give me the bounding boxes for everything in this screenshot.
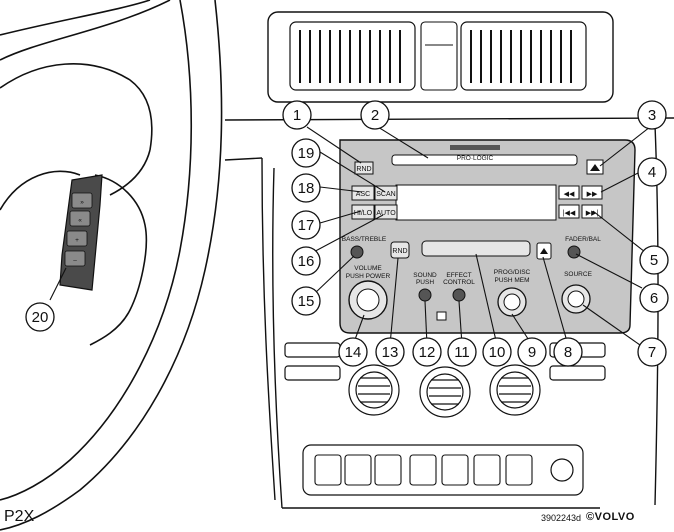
- svg-text:16: 16: [298, 253, 315, 270]
- push-power-label: PUSH POWER: [346, 273, 391, 280]
- svg-text:3: 3: [648, 107, 656, 124]
- svg-text:11: 11: [454, 344, 470, 361]
- callout-15: 15: [291, 286, 321, 316]
- callout-1: 1: [282, 100, 312, 130]
- callout-7: 7: [637, 337, 667, 367]
- fader-balance-knob[interactable]: [567, 245, 581, 259]
- callout-20: 20: [25, 302, 55, 332]
- callout-17: 17: [291, 210, 321, 240]
- fast-rewind-button[interactable]: [558, 185, 580, 200]
- prev-track-icon: |◀◀: [563, 210, 576, 217]
- svg-text:14: 14: [345, 344, 362, 361]
- auto-button[interactable]: [374, 204, 398, 220]
- fader-bal-label: FADER/BAL: [565, 236, 601, 243]
- svg-text:7: 7: [648, 344, 656, 361]
- fast-forward-button[interactable]: [581, 185, 603, 200]
- sound-push-label-2: PUSH: [416, 279, 434, 286]
- svg-text:«: «: [78, 217, 82, 224]
- callouts: 1 2 3 4 5 6 7 8 9 10 11 12 13 14 15 16 1…: [25, 100, 669, 367]
- svg-text:4: 4: [648, 164, 656, 181]
- callout-9: 9: [517, 337, 547, 367]
- svg-text:19: 19: [298, 145, 315, 162]
- upper-air-vents: [267, 11, 614, 103]
- eject-icon: [590, 164, 600, 171]
- steering-wheel-controls: » « + –: [59, 174, 103, 291]
- effect-control-label-2: CONTROL: [443, 279, 475, 286]
- svg-text:5: 5: [650, 252, 658, 269]
- callout-4: 4: [637, 157, 667, 187]
- svg-text:18: 18: [298, 180, 315, 197]
- asc-label: ASC: [356, 191, 370, 198]
- hi-lo-button[interactable]: [351, 204, 375, 220]
- fast-rewind-icon: ◀◀: [564, 191, 575, 198]
- callout-8: 8: [553, 337, 583, 367]
- svg-text:»: »: [80, 199, 84, 206]
- figure-label: P2X: [4, 508, 35, 525]
- auto-label: AUTO: [376, 210, 396, 217]
- push-mem-label: PUSH MEM: [494, 277, 529, 284]
- svg-text:+: +: [75, 237, 79, 244]
- callout-12: 12: [412, 337, 442, 367]
- bass-treble-knob[interactable]: [350, 245, 364, 259]
- effect-control-label: EFFECT: [446, 272, 471, 279]
- next-track-icon: ▶▶|: [586, 210, 599, 217]
- sound-knob[interactable]: [418, 288, 432, 302]
- svg-text:15: 15: [298, 293, 315, 310]
- callout-13: 13: [375, 337, 405, 367]
- cd-slot[interactable]: [391, 154, 578, 166]
- sound-push-label: SOUND: [413, 272, 437, 279]
- secondary-display: [421, 240, 531, 257]
- prog-disc-knob-center: [503, 293, 521, 311]
- rnd-button-lower[interactable]: [390, 241, 410, 259]
- prog-disc-label: PROG/DISC: [494, 269, 531, 276]
- scan-label: SCAN: [376, 191, 395, 198]
- callout-11: 11: [447, 337, 477, 367]
- rnd-lower-label: RND: [392, 248, 407, 255]
- svg-text:6: 6: [650, 290, 658, 307]
- callout-3: 3: [637, 100, 667, 130]
- pro-logic-label: PRO·LOGIC: [457, 155, 494, 162]
- callout-5: 5: [639, 245, 669, 275]
- rnd-label: RND: [356, 166, 371, 173]
- svg-text:–: –: [73, 257, 77, 264]
- volume-knob-center: [356, 288, 380, 312]
- effect-knob[interactable]: [452, 288, 466, 302]
- svg-text:10: 10: [489, 344, 506, 361]
- climate-buttons[interactable]: [314, 454, 533, 486]
- svg-text:12: 12: [419, 344, 436, 361]
- fast-forward-icon: ▶▶: [587, 191, 598, 198]
- callout-6: 6: [639, 283, 669, 313]
- source-knob-center: [567, 290, 585, 308]
- callout-16: 16: [291, 246, 321, 276]
- dolby-logo: [450, 145, 500, 150]
- svg-text:2: 2: [371, 107, 379, 124]
- callout-2: 2: [360, 100, 390, 130]
- steering-wheel: [0, 0, 223, 531]
- callout-18: 18: [291, 173, 321, 203]
- svg-text:13: 13: [382, 344, 399, 361]
- volume-label: VOLUME: [354, 265, 382, 272]
- bass-treble-label: BASS/TREBLE: [342, 236, 387, 243]
- hi-lo-label: HI/LO: [354, 210, 373, 217]
- rnd-button[interactable]: [354, 161, 374, 175]
- cassette-door: [436, 311, 447, 321]
- svg-text:17: 17: [298, 217, 315, 234]
- callout-14: 14: [338, 337, 368, 367]
- svg-text:9: 9: [528, 344, 536, 361]
- callout-10: 10: [482, 337, 512, 367]
- main-display: [395, 184, 557, 221]
- callout-leaders: [49, 126, 651, 346]
- svg-text:1: 1: [293, 107, 301, 124]
- volvo-logo: ©VOLVO: [586, 511, 635, 523]
- svg-text:20: 20: [32, 309, 49, 326]
- callout-19: 19: [291, 138, 321, 168]
- brand-name: VOLVO: [594, 511, 635, 523]
- cassette-eject-icon: [540, 248, 548, 254]
- prev-track-button[interactable]: [558, 204, 580, 219]
- source-label: SOURCE: [564, 271, 592, 278]
- reference-code: 3902243d: [541, 513, 582, 523]
- asc-button[interactable]: [351, 185, 375, 201]
- svg-text:8: 8: [564, 344, 572, 361]
